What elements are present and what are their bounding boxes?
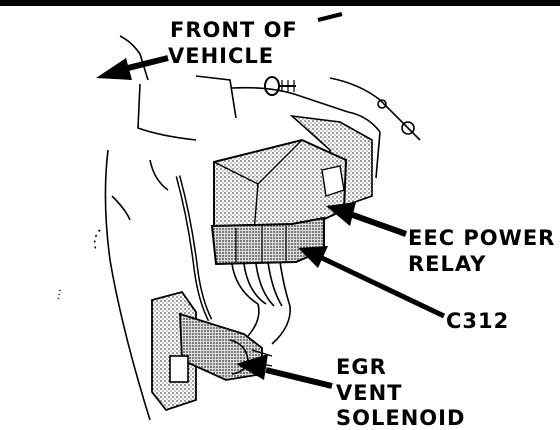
front-of-vehicle-label-line2: VEHICLE	[168, 44, 275, 68]
c312-arrow	[298, 246, 446, 319]
wire-harness	[175, 175, 291, 345]
eec-power-relay-label-line2: RELAY	[408, 252, 487, 276]
c312-connector-label: C312	[446, 309, 510, 333]
screw-icon	[377, 99, 415, 135]
front-of-vehicle-arrow	[96, 55, 169, 80]
eec-power-relay-shape	[213, 138, 348, 236]
top-border	[0, 0, 560, 6]
egr-vent-solenoid-label-line2: VENT	[336, 381, 403, 405]
top-right-dash	[317, 12, 343, 22]
mounting-bolt-icon	[264, 76, 296, 96]
egr-vent-solenoid-label-line1: EGR	[336, 355, 387, 379]
egr-vent-solenoid-arrow	[236, 354, 333, 389]
egr-vent-solenoid-label-line3: SOLENOID	[336, 406, 466, 430]
front-of-vehicle-label-line1: FRONT OF	[170, 18, 298, 42]
eec-power-relay-label-line1: EEC POWER	[408, 226, 556, 250]
body-panel-lines	[57, 35, 421, 421]
eec-power-relay-arrow	[326, 202, 408, 237]
egr-vent-solenoid-shape	[151, 290, 273, 412]
